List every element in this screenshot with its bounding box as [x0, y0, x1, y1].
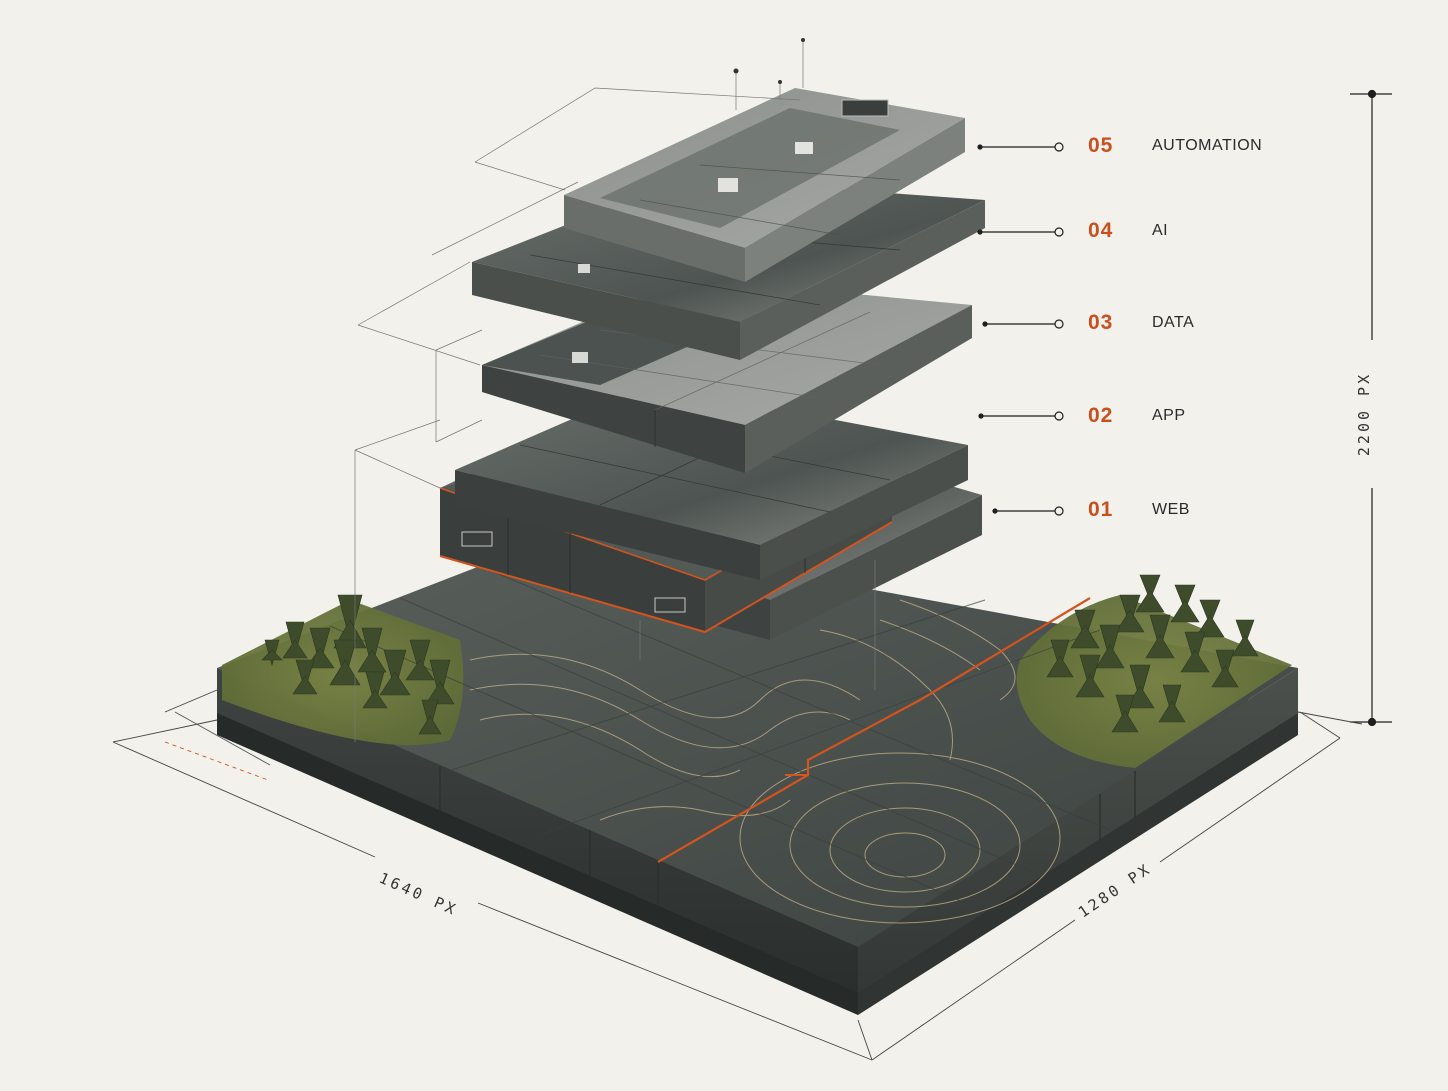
width-dimension-line [112, 689, 873, 1061]
layer-label-04: 04 AI [1088, 219, 1168, 243]
guide-dot [801, 38, 805, 42]
layer-name: AI [1152, 222, 1169, 239]
layer-callout-leaders [977, 142, 1064, 516]
depth-dimension-line [871, 711, 1363, 1061]
layer-label-02: 02 APP [1088, 404, 1186, 428]
guide-dot [733, 68, 739, 74]
projection-lines [354, 40, 876, 742]
layer-number: 02 [1088, 404, 1114, 427]
layer-name: DATA [1152, 314, 1195, 331]
layer-number: 03 [1088, 311, 1114, 334]
height-dimension-label: 2200 PX [1355, 371, 1374, 457]
layer-name: AUTOMATION [1152, 137, 1263, 154]
layer-label-03: 03 DATA [1088, 311, 1194, 335]
layer-05-slab [564, 88, 965, 282]
layer-name: WEB [1152, 501, 1190, 518]
layer-number: 05 [1088, 134, 1114, 157]
layer-number: 01 [1088, 498, 1114, 521]
layer-label-01: 01 WEB [1088, 498, 1190, 522]
guide-dot [778, 80, 782, 84]
layer-number: 04 [1088, 219, 1114, 242]
layer-name: APP [1152, 407, 1186, 424]
forest-right [1046, 574, 1259, 733]
forest-left [261, 594, 455, 735]
height-dimension-line [1350, 89, 1392, 727]
layer-label-05: 05 AUTOMATION [1088, 134, 1262, 158]
